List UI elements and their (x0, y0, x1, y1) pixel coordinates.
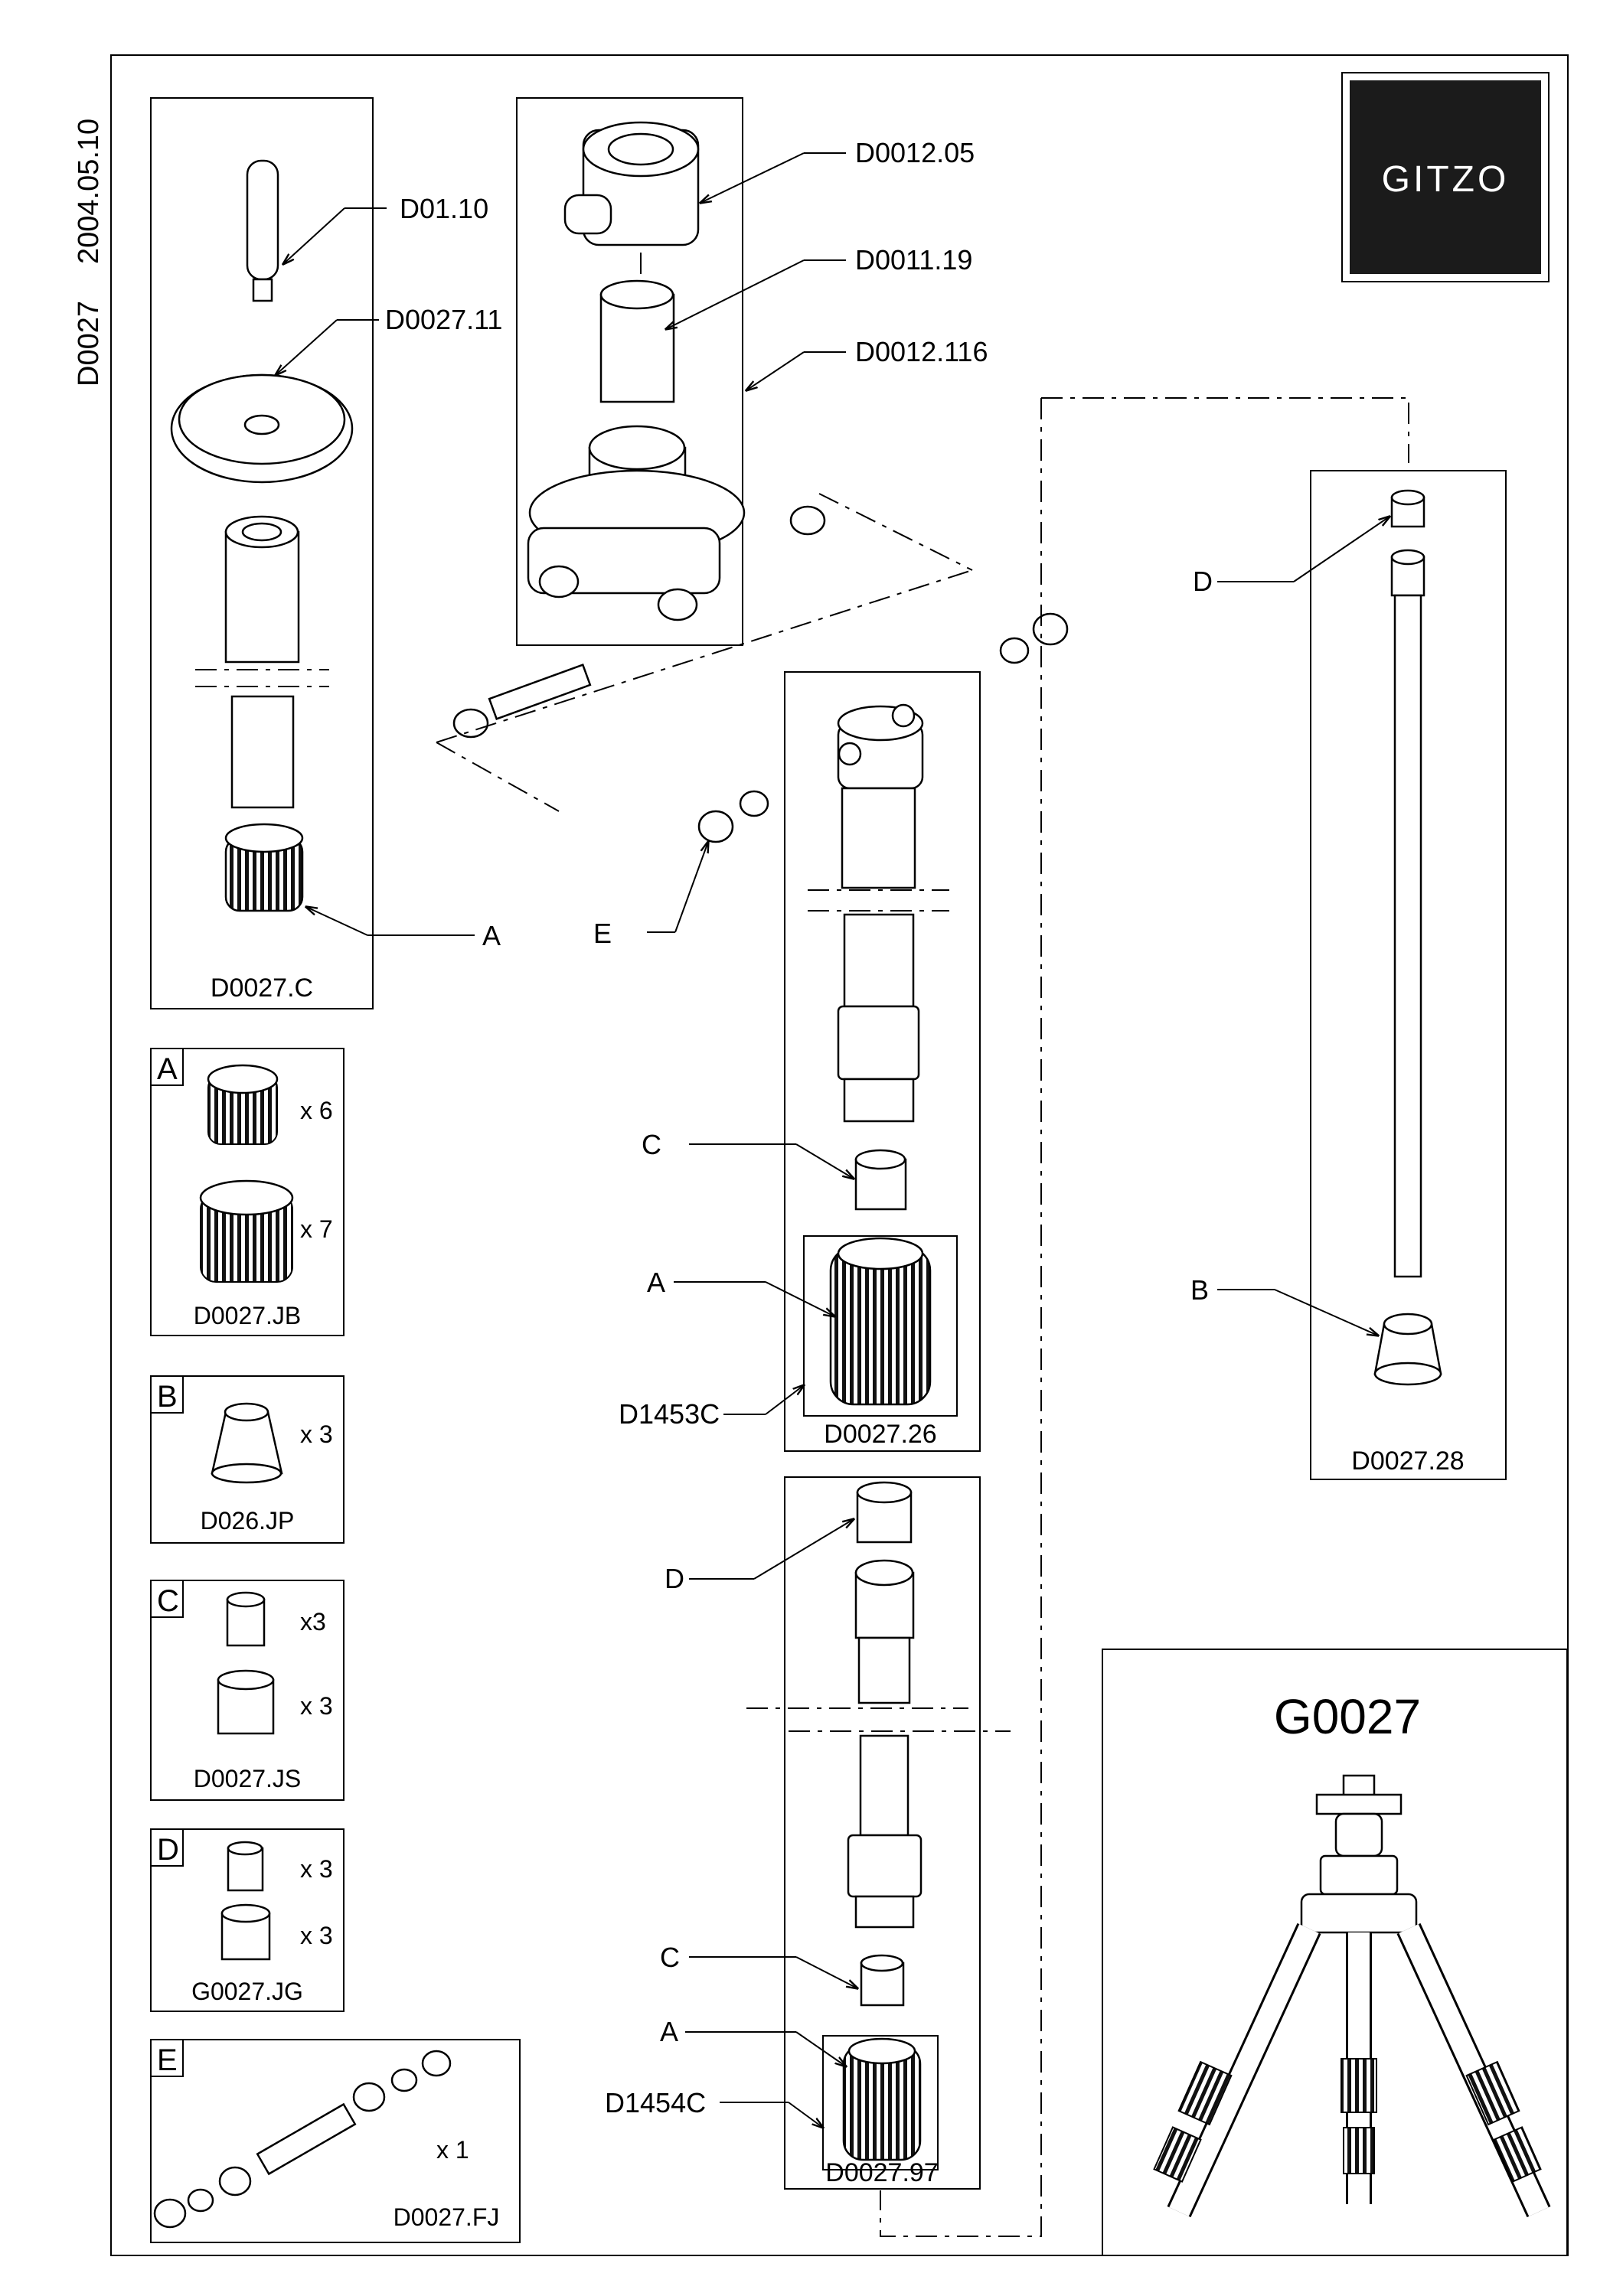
callout-d0012-05: D0012.05 (855, 137, 975, 168)
product-panel (1102, 1649, 1568, 2256)
callout-d0011-19: D0011.19 (855, 244, 972, 276)
kit-a-code: D0027.JB (194, 1302, 302, 1329)
kit-e-box (150, 2039, 521, 2243)
callout-d0027-11: D0027.11 (385, 304, 502, 335)
column-assembly-code: D0027.C (211, 974, 313, 1003)
kit-b-box (150, 1375, 345, 1544)
callout-d1454c: D1454C (605, 2087, 706, 2118)
leg-upper-code: D0027.26 (824, 1420, 936, 1449)
brand-name: GITZO (1382, 159, 1510, 200)
kit-c-box (150, 1580, 345, 1801)
column-assembly (150, 97, 475, 1009)
head-assembly (436, 97, 973, 812)
kit-d-box (150, 1828, 345, 2012)
leg-rod-assembly (1217, 470, 1507, 1480)
sheet-code: D0027 (73, 301, 105, 386)
kit-c-qty-2: x 3 (300, 1692, 333, 1720)
callout-d01-10: D01.10 (400, 193, 488, 224)
kit-e-qty: x 1 (436, 2136, 469, 2164)
callout-d1453c: D1453C (619, 1398, 720, 1430)
callout-e: E (593, 918, 612, 949)
callout-upper-a: A (647, 1267, 665, 1298)
callout-lower-c: C (660, 1942, 680, 1973)
kit-a-letter: A (157, 1052, 178, 1086)
kit-a-box (150, 1048, 345, 1336)
kit-d-letter: D (157, 1833, 179, 1867)
leg-rod-code: D0027.28 (1351, 1446, 1464, 1476)
callout-rod-b: B (1190, 1274, 1209, 1306)
kit-e-letter: E (157, 2043, 178, 2077)
kit-a-qty-2: x 7 (300, 1215, 333, 1243)
kit-c-letter: C (157, 1584, 179, 1618)
callout-d0012-116: D0012.116 (855, 336, 988, 367)
leg-upper-assembly (674, 671, 981, 1452)
callout-lower-d: D (665, 1563, 684, 1594)
leg-lower-code: D0027.97 (825, 2158, 938, 2187)
kit-b-code: D026.JP (201, 1507, 295, 1534)
callout-lower-a: A (660, 2016, 678, 2047)
kit-e-code: D0027.FJ (394, 2203, 500, 2231)
product-code: G0027 (1274, 1689, 1421, 1744)
sheet-date: 2004.05.10 (73, 119, 105, 264)
kit-b-letter: B (157, 1380, 178, 1414)
kit-c-code: D0027.JS (194, 1765, 302, 1792)
kit-c-qty-1: x3 (300, 1608, 326, 1636)
callout-column-a: A (482, 920, 501, 951)
kit-b-qty: x 3 (300, 1420, 333, 1448)
kit-d-qty-2: x 3 (300, 1922, 333, 1949)
callout-upper-c: C (642, 1129, 661, 1160)
gitzo-logo: GITZO (1341, 72, 1550, 282)
callout-rod-d: D (1193, 566, 1213, 597)
kit-d-code: G0027.JG (191, 1978, 303, 2005)
kit-d-qty-1: x 3 (300, 1855, 333, 1883)
leg-lower-assembly (685, 1476, 1011, 2190)
sheet-border (110, 54, 1569, 2256)
kit-a-qty-1: x 6 (300, 1097, 333, 1124)
